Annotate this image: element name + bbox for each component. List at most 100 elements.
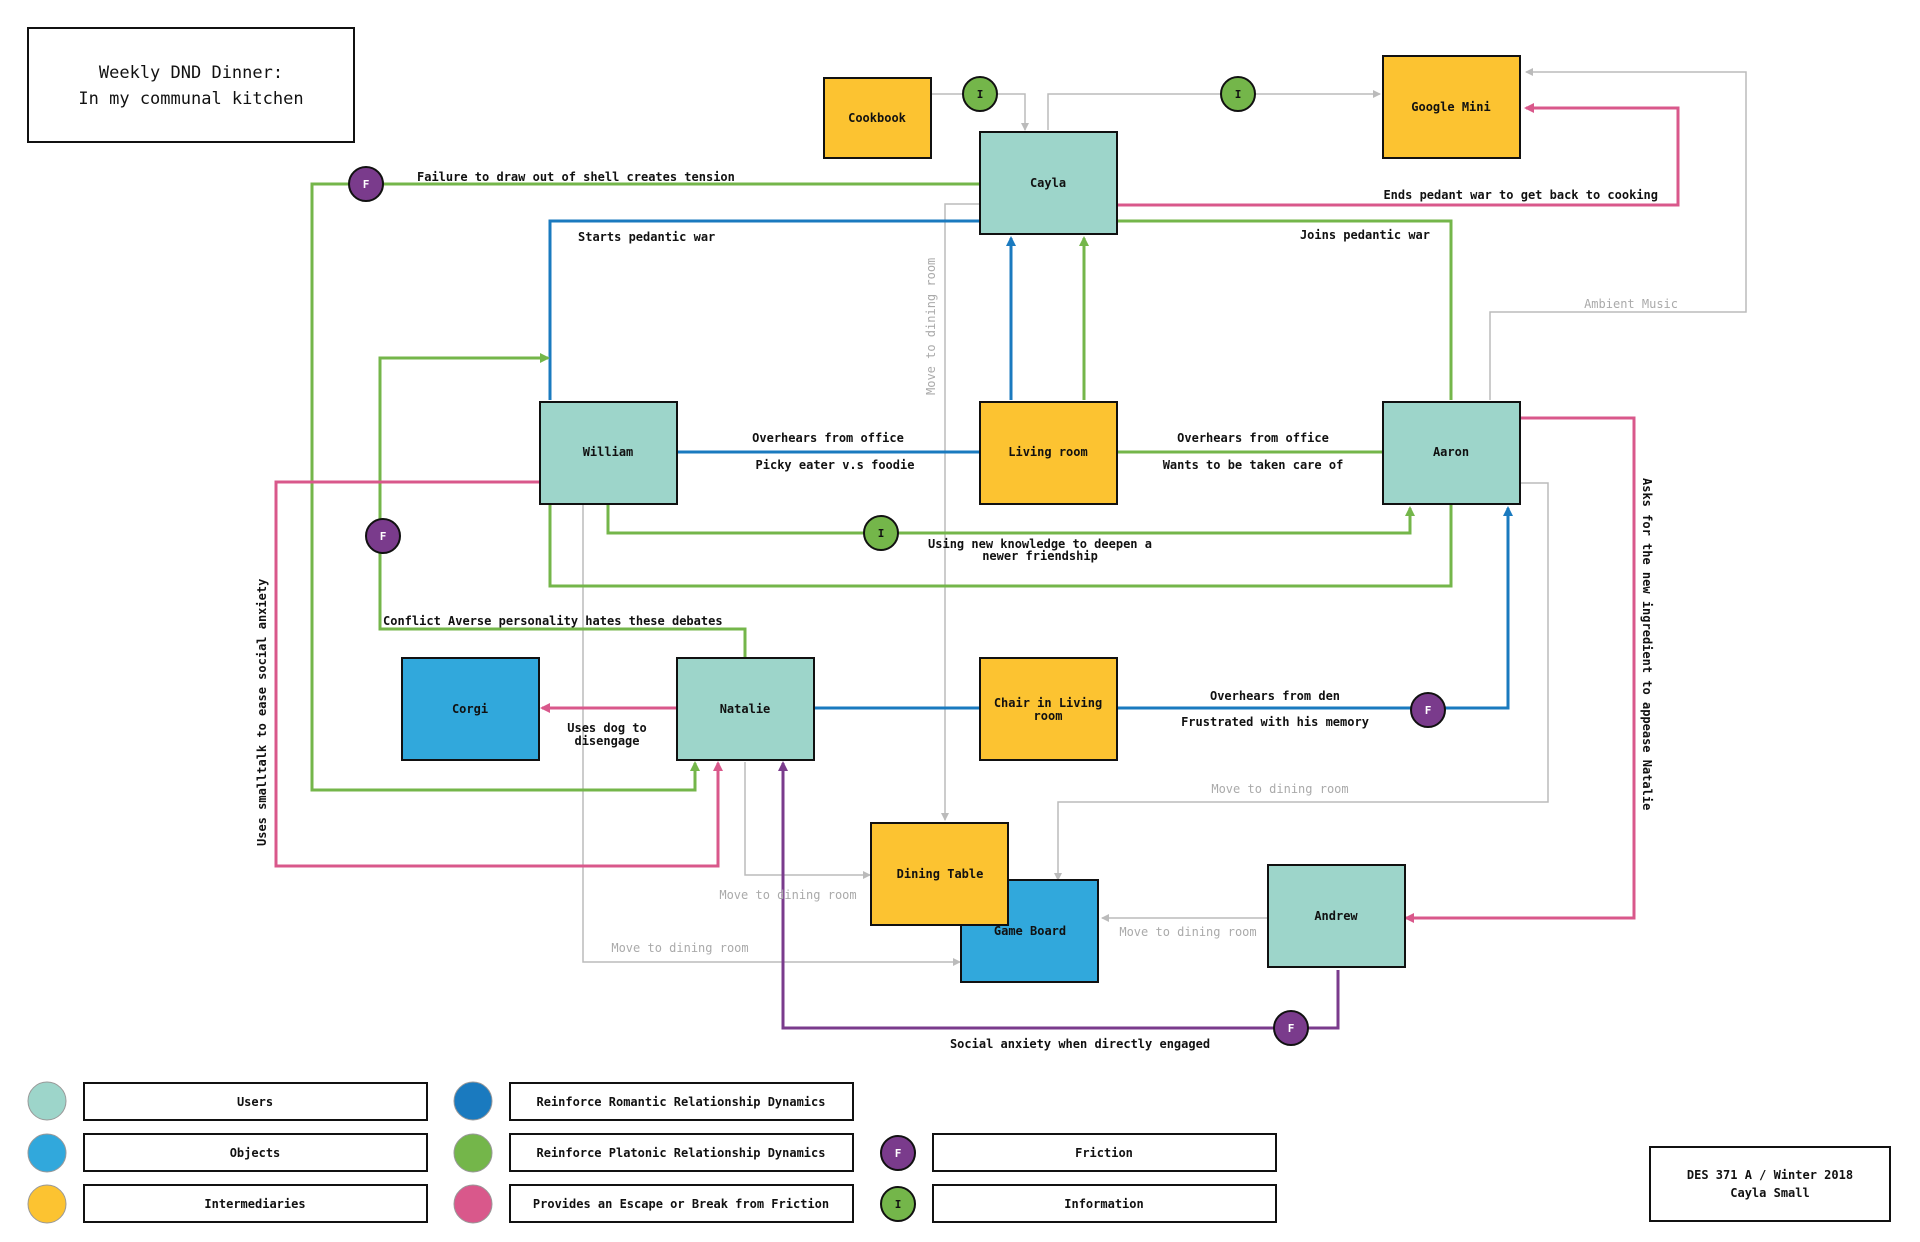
edge-natalie-dining-table <box>744 762 871 879</box>
course-credit: DES 371 A / Winter 2018 Cayla Small <box>1649 1146 1891 1222</box>
edge-cayla-google-mini <box>1047 90 1381 130</box>
legend-item-platonic: Reinforce Platonic Relationship Dynamics <box>453 1133 854 1173</box>
label-move-dining-andrew: Move to dining room <box>1119 925 1256 939</box>
diagram-title: Weekly DND Dinner: In my communal kitche… <box>27 27 355 143</box>
edge-william-natalie-smalltalk <box>274 480 723 868</box>
svg-text:F: F <box>363 178 370 191</box>
node-google-mini[interactable]: Google Mini <box>1382 55 1521 159</box>
label-new-knowledge-line-1: Using new knowledge to deepen a <box>928 537 1152 551</box>
label-conflict-averse: Conflict Averse personality hates these … <box>383 614 723 628</box>
edge-cayla-google-mini <box>1117 103 1680 207</box>
edge-natalie-william-conflict <box>378 353 747 657</box>
svg-text:F: F <box>1425 704 1432 717</box>
friction-connections <box>778 761 1340 1030</box>
romantic-connections <box>548 219 1513 710</box>
label-ambient-music: Ambient Music <box>1584 297 1678 311</box>
svg-text:F: F <box>895 1147 902 1160</box>
friction-badge: F <box>365 518 401 554</box>
label-uses-dog-line-1: Uses dog to <box>567 721 646 735</box>
edge-andrew-natalie <box>778 761 1340 1030</box>
label-starts-pedantic: Starts pedantic war <box>578 230 715 244</box>
title-line-2: In my communal kitchen <box>78 89 303 109</box>
node-dining-table[interactable]: Dining Table <box>870 822 1009 926</box>
edge-william-cayla-pedantic <box>548 219 980 400</box>
node-corgi[interactable]: Corgi <box>401 657 540 761</box>
legend-item-intermediaries: Intermediaries <box>27 1184 428 1224</box>
label-ends-pedant: Ends pedant war to get back to cooking <box>1383 188 1658 202</box>
edge-cayla-dining-table <box>941 203 980 821</box>
node-label: William <box>583 445 634 459</box>
legend-item-objects: Objects <box>27 1133 428 1173</box>
information-badge: I <box>863 515 899 551</box>
svg-text:F: F <box>1288 1022 1295 1035</box>
edge-cayla-natalie-tension <box>310 182 980 792</box>
legend-item-information: I Information <box>880 1184 1277 1223</box>
label-joins-pedantic: Joins pedantic war <box>1300 228 1430 242</box>
badges: F I I F I F F <box>348 76 1446 1046</box>
svg-text:Reinforce Platonic Relationshi: Reinforce Platonic Relationship Dynamics <box>537 1146 826 1160</box>
friction-badge: F <box>1410 692 1446 728</box>
label-picky-eater: Picky eater v.s foodie <box>756 458 915 472</box>
edge-william-aaron-loop <box>548 504 1453 588</box>
information-badge: I <box>1220 76 1256 112</box>
node-cookbook[interactable]: Cookbook <box>823 77 932 159</box>
node-william[interactable]: William <box>539 401 678 505</box>
node-living-room[interactable]: Living room <box>979 401 1118 505</box>
label-frustrated-memory: Frustrated with his memory <box>1181 715 1369 729</box>
node-cayla[interactable]: Cayla <box>979 131 1118 235</box>
label-failure-shell: Failure to draw out of shell creates ten… <box>417 170 735 184</box>
legend-item-users: Users <box>27 1081 428 1121</box>
label-asks-ingredient: Asks for the new ingredient to appease N… <box>1640 478 1654 810</box>
svg-text:Provides an Escape or Break fr: Provides an Escape or Break from Frictio… <box>533 1197 829 1211</box>
label-smalltalk: Uses smalltalk to ease social anxiety <box>255 579 269 846</box>
edge-cayla-aaron-pedantic <box>1117 219 1453 400</box>
node-label-line-1: Chair in Living <box>994 696 1102 710</box>
platonic-connections <box>310 182 1453 792</box>
node-label: Cookbook <box>848 111 907 125</box>
label-wants-care: Wants to be taken care of <box>1163 458 1344 472</box>
legend-item-escape: Provides an Escape or Break from Frictio… <box>453 1184 854 1224</box>
node-label: Google Mini <box>1411 100 1490 114</box>
node-label: Cayla <box>1030 176 1066 190</box>
information-badge: I <box>962 76 998 112</box>
node-label: Natalie <box>720 702 771 716</box>
node-label: Game Board <box>994 924 1066 938</box>
friction-badge: F <box>348 166 384 202</box>
node-chair[interactable]: Chair in Living room <box>979 657 1118 761</box>
node-label: Living room <box>1008 445 1087 459</box>
nodes: Cookbook Cayla Google Mini William Livin… <box>401 55 1521 983</box>
edge-chair-aaron <box>1117 506 1513 710</box>
friction-badge: F <box>1273 1010 1309 1046</box>
svg-text:Intermediaries: Intermediaries <box>204 1197 305 1211</box>
label-overhears-den: Overhears from den <box>1210 689 1340 703</box>
title-line-1: Weekly DND Dinner: <box>99 63 283 83</box>
label-move-dining-vertical: Move to dining room <box>924 258 938 395</box>
legend-item-romantic: Reinforce Romantic Relationship Dynamics <box>453 1081 854 1121</box>
svg-text:I: I <box>977 88 984 101</box>
edge-aaron-google-mini-ambient <box>1489 68 1747 400</box>
node-natalie[interactable]: Natalie <box>676 657 815 761</box>
legend-item-friction: F Friction <box>880 1133 1277 1172</box>
edge-aaron-andrew <box>1404 416 1636 923</box>
svg-text:Reinforce Romantic Relationshi: Reinforce Romantic Relationship Dynamics <box>537 1095 826 1109</box>
edge-william-aaron-knowledge <box>606 504 1415 535</box>
edge-william-game-board <box>582 504 961 966</box>
edge-aaron-game-board <box>1054 482 1549 881</box>
node-label: Corgi <box>452 702 488 716</box>
label-overhears-office-right: Overhears from office <box>1177 431 1329 445</box>
svg-text:Users: Users <box>237 1095 273 1109</box>
label-social-anxiety: Social anxiety when directly engaged <box>950 1037 1210 1051</box>
svg-text:Information: Information <box>1064 1197 1143 1211</box>
node-label: Andrew <box>1314 909 1358 923</box>
node-andrew[interactable]: Andrew <box>1267 864 1406 968</box>
svg-text:F: F <box>380 530 387 543</box>
svg-text:I: I <box>1235 88 1242 101</box>
edge-labels: Failure to draw out of shell creates ten… <box>255 170 1678 1051</box>
neutral-connections <box>582 68 1747 966</box>
credit-line-2: Cayla Small <box>1730 1186 1809 1200</box>
edge-cookbook-cayla <box>930 93 1029 131</box>
svg-text:Friction: Friction <box>1075 1146 1133 1160</box>
node-aaron[interactable]: Aaron <box>1382 401 1521 505</box>
label-move-dining-aaron: Move to dining room <box>1211 782 1348 796</box>
